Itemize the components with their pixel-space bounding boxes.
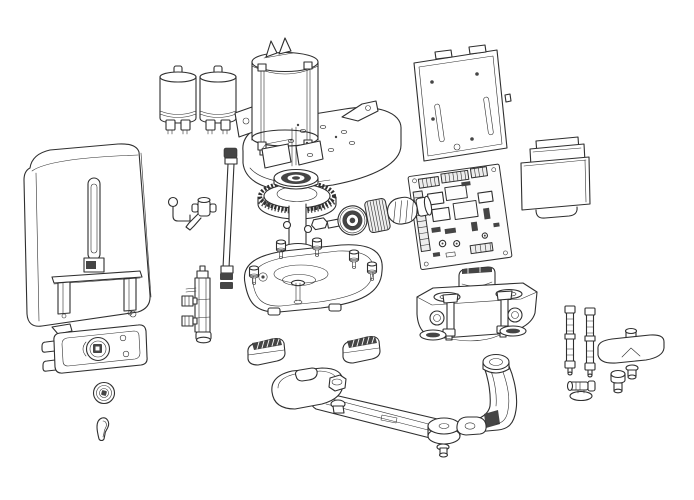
pivot-fitting — [566, 380, 596, 402]
electronics-backplate — [413, 44, 512, 162]
crown-gear-shaft — [257, 168, 337, 265]
mounting-stand — [51, 270, 143, 319]
connecting-rod — [220, 147, 238, 289]
release-key-lever — [167, 196, 217, 231]
release-lock-plate — [41, 323, 148, 374]
lower-gearbox-housing — [243, 237, 383, 316]
clamp-plate — [597, 327, 665, 380]
capacitor-left — [159, 65, 197, 135]
curved-arm — [456, 353, 518, 436]
fixing-pin-right — [584, 307, 596, 378]
worm-screw — [311, 195, 433, 236]
hex-bolt — [610, 369, 626, 394]
mounting-bracket — [416, 266, 538, 342]
stop-block-left — [247, 337, 286, 366]
straight-arm — [271, 367, 461, 458]
bypass-valve — [181, 265, 212, 344]
capacitor-right — [199, 65, 237, 135]
fixing-pin-left — [564, 305, 576, 376]
release-key — [96, 417, 110, 442]
motor-gearbox-assembly — [234, 37, 402, 191]
lock-cylinder — [92, 381, 116, 405]
transformer — [520, 136, 591, 219]
stop-block-right — [342, 335, 381, 364]
control-board — [407, 163, 513, 271]
